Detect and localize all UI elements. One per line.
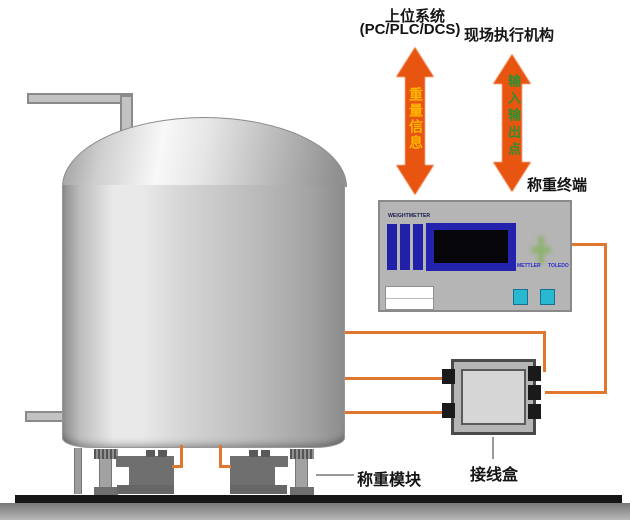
- wire-tank-to-jbox-mid: [345, 377, 453, 380]
- tank-body: [62, 185, 345, 448]
- terminal-logo-mettler: METTLER: [517, 263, 541, 269]
- module1-bolt-2: [158, 450, 167, 457]
- jbox-terminal-right-1: [528, 366, 541, 381]
- module1-loadcell-base: [117, 485, 174, 494]
- module1-pillar-cap: [94, 449, 118, 459]
- wire-terminal-h: [572, 243, 607, 246]
- label-junction-box: 接线盒: [470, 467, 519, 484]
- bottom-pipe: [25, 411, 67, 422]
- jbox-terminal-left-2: [442, 403, 455, 418]
- terminal-bar-2: [400, 224, 410, 270]
- weighing-terminal: WEIGHTMETTER METTLER TOLEDO: [378, 200, 572, 312]
- terminal-bar-1: [387, 224, 397, 270]
- module1-pillar-column: [99, 459, 112, 488]
- wire-module1-h: [172, 465, 183, 468]
- wire-tank-to-jbox-top-v: [543, 331, 546, 372]
- terminal-display-screen: [434, 230, 508, 263]
- green-star-icon: [531, 236, 551, 264]
- terminal-display: [426, 223, 516, 271]
- io-points-arrow-label: 输入输出点: [506, 74, 521, 159]
- jbox-terminal-right-3: [528, 404, 541, 419]
- wire-tank-to-jbox-bottom: [345, 411, 453, 414]
- terminal-label-divider: [386, 298, 433, 299]
- top-pipe-horizontal: [27, 93, 133, 104]
- label-weighing-module: 称重模块: [357, 472, 422, 489]
- terminal-button-2[interactable]: [540, 289, 555, 305]
- terminal-bar-3: [413, 224, 423, 270]
- io-points-arrow: [493, 54, 531, 192]
- wire-terminal-v: [604, 243, 607, 394]
- ground-line: [15, 495, 622, 503]
- module2-loadcell-body: [230, 467, 275, 485]
- jbox-terminal-right-2: [528, 385, 541, 400]
- wire-module2-h: [219, 465, 231, 468]
- junction-box: [451, 359, 536, 435]
- label-host-system: 上位系统: [384, 8, 445, 25]
- junction-box-panel: [461, 369, 526, 425]
- ground-soil: [0, 503, 630, 520]
- tank-dome: [62, 117, 347, 187]
- label-weighing-terminal: 称重终端: [527, 177, 588, 194]
- terminal-white-label: [385, 286, 434, 310]
- wire-jbox-to-terminal: [545, 391, 607, 394]
- terminal-brand-text: WEIGHTMETTER: [388, 213, 431, 219]
- module2-loadcell-arm: [230, 456, 288, 467]
- module2-bolt-1: [249, 450, 258, 457]
- wire-module2-v: [219, 445, 222, 468]
- label-host-system-sub: (PC/PLC/DCS): [359, 21, 461, 38]
- module1-loadcell-arm: [116, 456, 174, 467]
- weight-info-arrow: [396, 47, 434, 195]
- module2-pillar-base: [290, 487, 314, 495]
- module2-pillar-column: [295, 459, 308, 488]
- module1-bolt-1: [146, 450, 155, 457]
- terminal-logo-toledo: TOLEDO: [548, 263, 569, 269]
- module1-loadcell-body: [129, 467, 174, 485]
- jbox-terminal-left-1: [442, 369, 455, 384]
- tank-left-leg: [74, 448, 82, 494]
- module-label-line: [316, 474, 354, 476]
- jbox-label-line: [492, 437, 494, 459]
- label-field-actuator: 现场执行机构: [464, 27, 555, 44]
- terminal-button-1[interactable]: [513, 289, 528, 305]
- module2-pillar-cap: [290, 449, 314, 459]
- module2-loadcell-base: [230, 485, 287, 494]
- weight-info-arrow-label: 重量信息: [408, 87, 424, 151]
- module1-pillar-base: [94, 487, 118, 495]
- wire-module1-v: [180, 445, 183, 468]
- module2-bolt-2: [261, 450, 270, 457]
- wire-tank-to-jbox-top-h: [345, 331, 546, 334]
